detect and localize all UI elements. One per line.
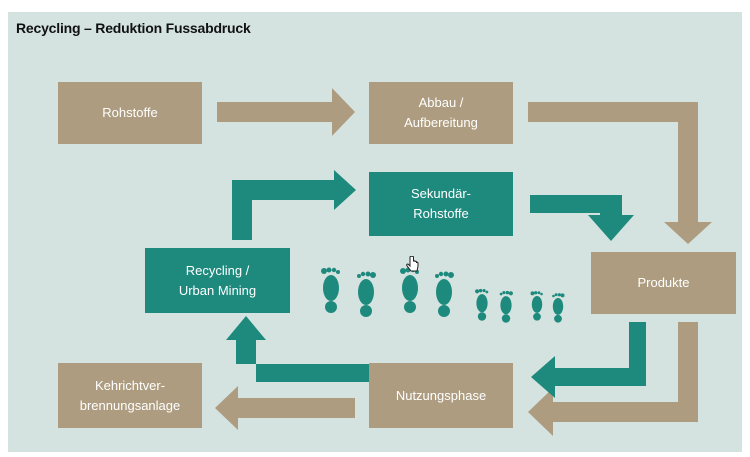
arrow-abbau-to-produkte xyxy=(528,102,712,244)
node-abbau-aufbereitung: Abbau / Aufbereitung xyxy=(369,82,513,144)
node-recycling-urban-mining: Recycling / Urban Mining xyxy=(145,248,290,313)
node-kehrichtverbrennungsanlage: Kehrichtver- brennungsanlage xyxy=(58,363,202,428)
arrow-recycling-to-sekundaer xyxy=(232,170,356,240)
node-nutzungsphase: Nutzungsphase xyxy=(369,363,513,428)
hand-cursor-icon xyxy=(406,256,419,272)
footprints-icon xyxy=(321,267,376,317)
arrow-sekundaer-to-produkte xyxy=(530,195,634,241)
arrow-nutzung-to-recycling xyxy=(226,316,373,382)
footprints-icon xyxy=(530,291,565,323)
node-produkte: Produkte xyxy=(591,252,736,314)
arrow-rohstoffe-to-abbau xyxy=(217,88,355,136)
node-sekundaer-rohstoffe: Sekundär- Rohstoffe xyxy=(369,172,513,236)
arrow-produkte-to-nutzung xyxy=(531,322,646,398)
diagram-title: Recycling – Reduktion Fussabdruck xyxy=(16,20,251,36)
footprints-icon xyxy=(475,288,513,323)
arrow-nutzung-to-kehricht xyxy=(215,386,355,430)
node-rohstoffe: Rohstoffe xyxy=(58,82,202,144)
footprints-icon xyxy=(400,267,454,317)
arrow-produkte-down-left xyxy=(528,322,698,436)
